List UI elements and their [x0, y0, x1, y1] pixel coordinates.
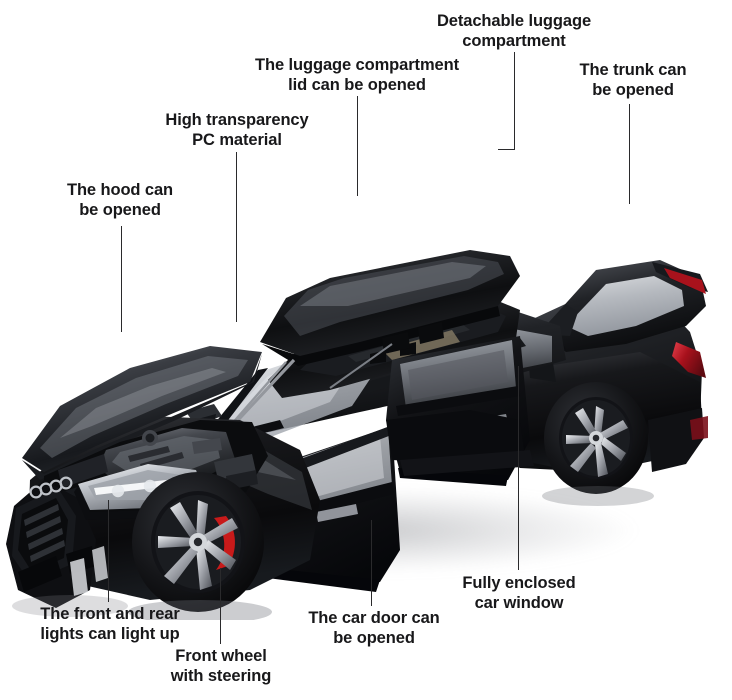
callout-front-and-rear-lights: The front and rear lights can light up [40, 605, 180, 644]
callout-trunk-can-be-opened: The trunk can be opened [579, 61, 687, 100]
leader-line-detachable-luggage-elbow [498, 149, 515, 151]
leader-line-front-wheel [220, 568, 222, 644]
leader-line-car-window [518, 366, 520, 570]
callout-luggage-compartment-lid: The luggage compartment lid can be opene… [255, 56, 459, 95]
callout-front-wheel-with-steering: Front wheel with steering [170, 647, 272, 686]
callout-hood-can-be-opened: The hood can be opened [66, 181, 174, 220]
leader-line-hood [121, 226, 123, 332]
callout-car-door-can-be-opened: The car door can be opened [308, 609, 440, 648]
leader-line-detachable-luggage [514, 52, 516, 150]
leader-line-luggage-lid [357, 96, 359, 196]
leader-line-car-door [371, 520, 373, 606]
die-cast-model-car [0, 120, 732, 620]
callout-high-transparency-pc-material: High transparency PC material [165, 111, 309, 150]
leader-line-front-rear-lights [108, 500, 110, 602]
leader-line-trunk [629, 104, 631, 204]
callout-detachable-luggage-compartment: Detachable luggage compartment [436, 12, 592, 51]
leader-line-pc-material [236, 152, 238, 322]
callout-fully-enclosed-car-window: Fully enclosed car window [462, 574, 576, 613]
